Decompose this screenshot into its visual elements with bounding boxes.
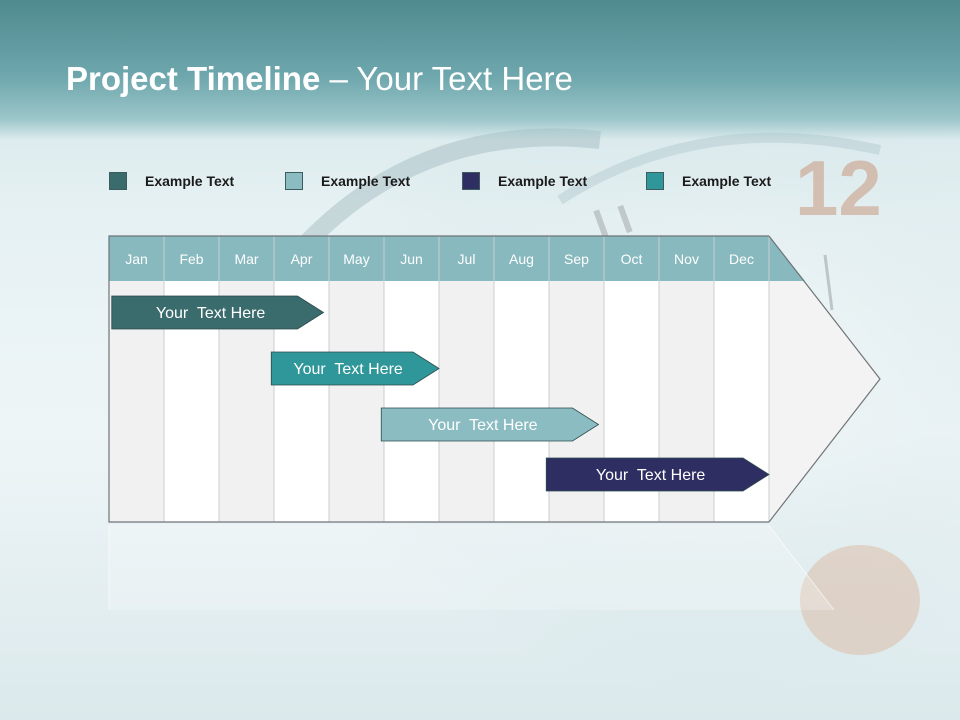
- task-bar-label-1: Your Text Here: [156, 305, 266, 322]
- legend-swatch: [462, 172, 480, 190]
- legend-item-4: Example Text: [646, 170, 771, 192]
- month-column-aug: [494, 281, 549, 522]
- month-label-feb: Feb: [179, 251, 203, 267]
- legend-label: Example Text: [682, 173, 772, 189]
- month-label-oct: Oct: [621, 251, 643, 267]
- page-title: Project Timeline – Your Text Here: [66, 60, 573, 98]
- month-label-jul: Jul: [458, 251, 476, 267]
- legend-label: Example Text: [498, 173, 588, 189]
- legend-swatch: [285, 172, 303, 190]
- reflection-edge: [768, 525, 835, 611]
- legend-item-1: Example Text: [109, 170, 234, 192]
- task-bar-label-4: Your Text Here: [596, 467, 706, 484]
- task-bar-4: [545, 457, 770, 492]
- month-label-apr: Apr: [291, 251, 313, 267]
- month-column-may: [329, 281, 384, 522]
- month-label-may: May: [343, 251, 369, 267]
- legend-label: Example Text: [321, 173, 411, 189]
- month-label-mar: Mar: [234, 251, 258, 267]
- month-label-nov: Nov: [674, 251, 699, 267]
- timeline-arrow-outline: [768, 235, 881, 523]
- svg-text:12: 12: [795, 144, 882, 232]
- task-bar-2: [270, 351, 440, 386]
- title-bold: Project Timeline: [66, 60, 321, 97]
- month-label-jun: Jun: [400, 251, 423, 267]
- legend-item-3: Example Text: [462, 170, 587, 192]
- month-label-jan: Jan: [125, 251, 148, 267]
- month-label-aug: Aug: [509, 251, 534, 267]
- task-bar-1: [111, 295, 325, 330]
- title-band: [0, 0, 960, 140]
- month-label-sep: Sep: [564, 251, 589, 267]
- legend-item-2: Example Text: [285, 170, 410, 192]
- legend-swatch: [109, 172, 127, 190]
- title-rest: – Your Text Here: [320, 60, 573, 97]
- chart-reflection: [109, 524, 834, 610]
- task-bar-3: [380, 407, 600, 442]
- task-bar-label-2: Your Text Here: [293, 361, 403, 378]
- month-column-jun: [384, 281, 439, 522]
- task-bar-label-3: Your Text Here: [428, 417, 538, 434]
- timeline-outline: [108, 235, 769, 523]
- month-column-jul: [439, 281, 494, 522]
- legend-swatch: [646, 172, 664, 190]
- legend-label: Example Text: [145, 173, 235, 189]
- month-label-dec: Dec: [729, 251, 754, 267]
